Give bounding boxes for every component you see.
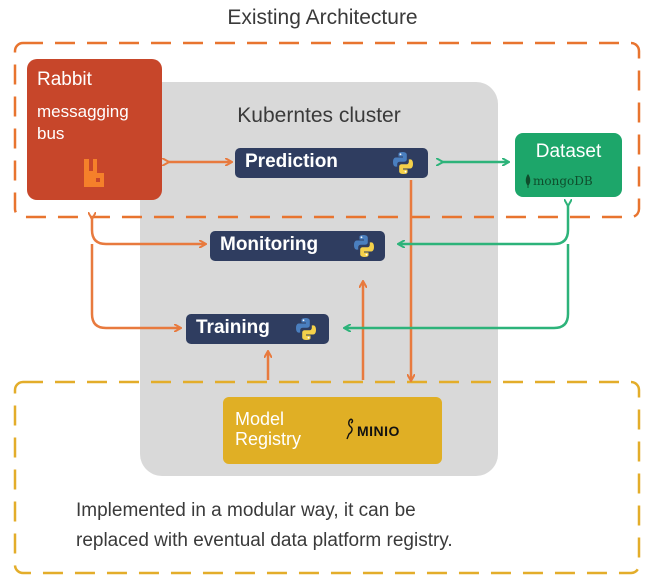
prediction-label: Prediction: [245, 151, 338, 172]
registry-line2: Registry: [235, 429, 302, 449]
dataset-box: Dataset mongoDB: [515, 133, 622, 197]
dataset-training-arrow: [345, 244, 570, 328]
dataset-monitoring-arrow: [399, 205, 568, 244]
rabbit-messaging-bus: Rabbit messagging bus: [27, 59, 162, 200]
existing-architecture-region: [13, 41, 641, 219]
rabbitmq-logo-icon: [84, 159, 104, 187]
minio-bird-icon: [346, 418, 354, 440]
note-line2: replaced with eventual data platform reg…: [76, 530, 453, 551]
rabbit-title: Rabbit: [37, 69, 92, 90]
registry-line1: Model: [235, 409, 285, 429]
mongodb-label: mongoDB: [533, 174, 593, 188]
python-icon: [393, 152, 413, 174]
training-service: Training: [186, 314, 329, 344]
rabbit-monitoring-arrow: [92, 218, 205, 244]
diagram-title: Existing Architecture: [227, 6, 418, 29]
rabbit-subtitle-line2: bus: [37, 124, 65, 143]
monitoring-service: Monitoring: [210, 231, 385, 261]
rabbit-subtitle-line1: messagging: [37, 102, 129, 121]
python-icon: [354, 235, 374, 257]
monitoring-label: Monitoring: [220, 234, 319, 255]
rabbit-training-arrow: [90, 244, 180, 328]
registry-note: Implemented in a modular way, it can be …: [76, 496, 596, 556]
minio-label: MINIO: [357, 423, 400, 439]
cluster-label: Kuberntes cluster: [237, 104, 401, 127]
dataset-title: Dataset: [535, 141, 602, 162]
model-registry-box: Model Registry MINIO: [223, 397, 442, 464]
note-line1: Implemented in a modular way, it can be: [76, 500, 416, 521]
python-icon: [296, 318, 316, 340]
prediction-service: Prediction: [235, 148, 428, 178]
training-label: Training: [196, 317, 270, 338]
modular-registry-region: [13, 380, 641, 575]
mongodb-leaf-icon: [525, 174, 531, 188]
